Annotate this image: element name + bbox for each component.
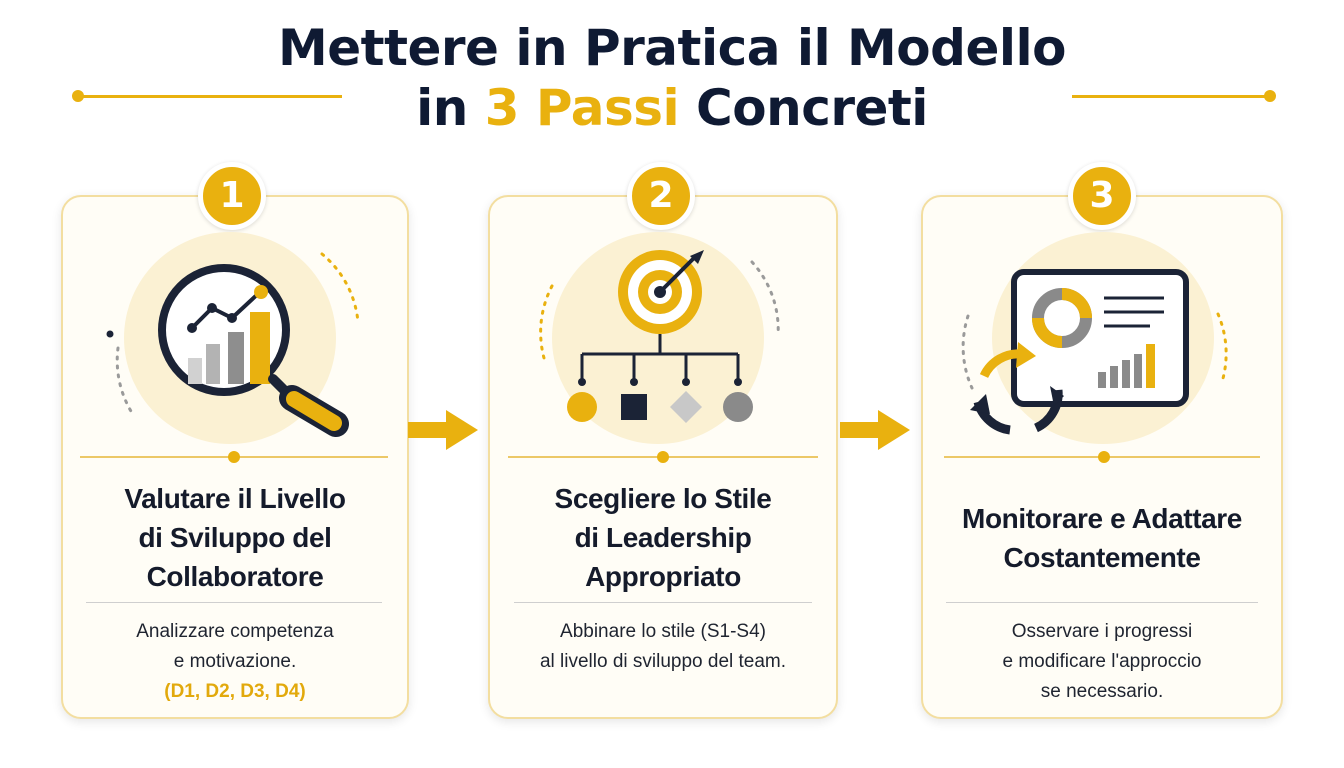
step-title-3: Monitorare e Adattare Costantemente xyxy=(931,499,1273,577)
title-line-2: in 3 Passi Concreti xyxy=(0,78,1344,138)
step-description-3-line-2: e modificare l'approccio xyxy=(1002,651,1202,672)
title-decoration-dot-left xyxy=(72,90,84,102)
step-title-3-line-2: Costantemente xyxy=(1003,542,1201,573)
title-decoration-line-left xyxy=(80,95,342,98)
step-description-3-line-1: Osservare i progressi xyxy=(1011,621,1193,642)
monitor-cycle-icon xyxy=(961,269,1228,435)
step-arrow-icon-2 xyxy=(840,410,910,450)
step-number-badge-3: 3 xyxy=(1068,162,1136,230)
step-title-2-line-1: Scegliere lo Stile xyxy=(554,483,772,514)
step-title-1: Valutare il Livello di Sviluppo del Coll… xyxy=(70,479,400,596)
title-line-2-accent: 3 Passi xyxy=(484,79,680,137)
step-arrow-icon-1 xyxy=(408,410,478,450)
step-title-2-line-3: Appropriato xyxy=(585,561,741,592)
target-hierarchy-icon xyxy=(539,250,780,423)
step-number-badge-1: 1 xyxy=(198,162,266,230)
title-decoration-line-right xyxy=(1072,95,1268,98)
step-title-1-line-1: Valutare il Livello xyxy=(124,483,346,514)
title-decoration-dot-right xyxy=(1264,90,1276,102)
step-description-3-line-3: se necessario. xyxy=(1040,681,1164,702)
step-highlight-1: (D1, D2, D3, D4) xyxy=(164,681,306,702)
step-separator-3 xyxy=(946,602,1258,603)
step-divider-dot-1 xyxy=(228,451,240,463)
step-description-1-line-1: Analizzare competenza xyxy=(136,621,334,642)
step-description-3: Osservare i progressi e modificare l'app… xyxy=(931,617,1273,707)
step-description-1: Analizzare competenza e motivazione. xyxy=(70,617,400,677)
title-line-2-prefix: in xyxy=(416,79,468,137)
title-line-2-suffix: Concreti xyxy=(696,79,928,137)
step-title-3-line-1: Monitorare e Adattare xyxy=(962,503,1242,534)
step-description-2-line-1: Abbinare lo stile (S1-S4) xyxy=(560,621,766,642)
step-title-1-line-2: di Sviluppo del xyxy=(138,522,332,553)
step-number-badge-2: 2 xyxy=(627,162,695,230)
page-title: Mettere in Pratica il Modello in 3 Passi… xyxy=(0,18,1344,138)
step-description-2: Abbinare lo stile (S1-S4) al livello di … xyxy=(496,617,830,677)
step-description-1-line-2: e motivazione. xyxy=(173,651,297,672)
step-title-1-line-3: Collaboratore xyxy=(146,561,324,592)
step-title-2-line-2: di Leadership xyxy=(574,522,752,553)
magnifier-chart-icon xyxy=(106,252,360,437)
step-description-2-line-2: al livello di sviluppo del team. xyxy=(539,651,787,672)
title-line-1: Mettere in Pratica il Modello xyxy=(278,19,1067,77)
step-divider-dot-3 xyxy=(1098,451,1110,463)
step-separator-1 xyxy=(86,602,382,603)
step-title-2: Scegliere lo Stile di Leadership Appropr… xyxy=(496,479,830,596)
step-divider-dot-2 xyxy=(657,451,669,463)
step-separator-2 xyxy=(514,602,812,603)
